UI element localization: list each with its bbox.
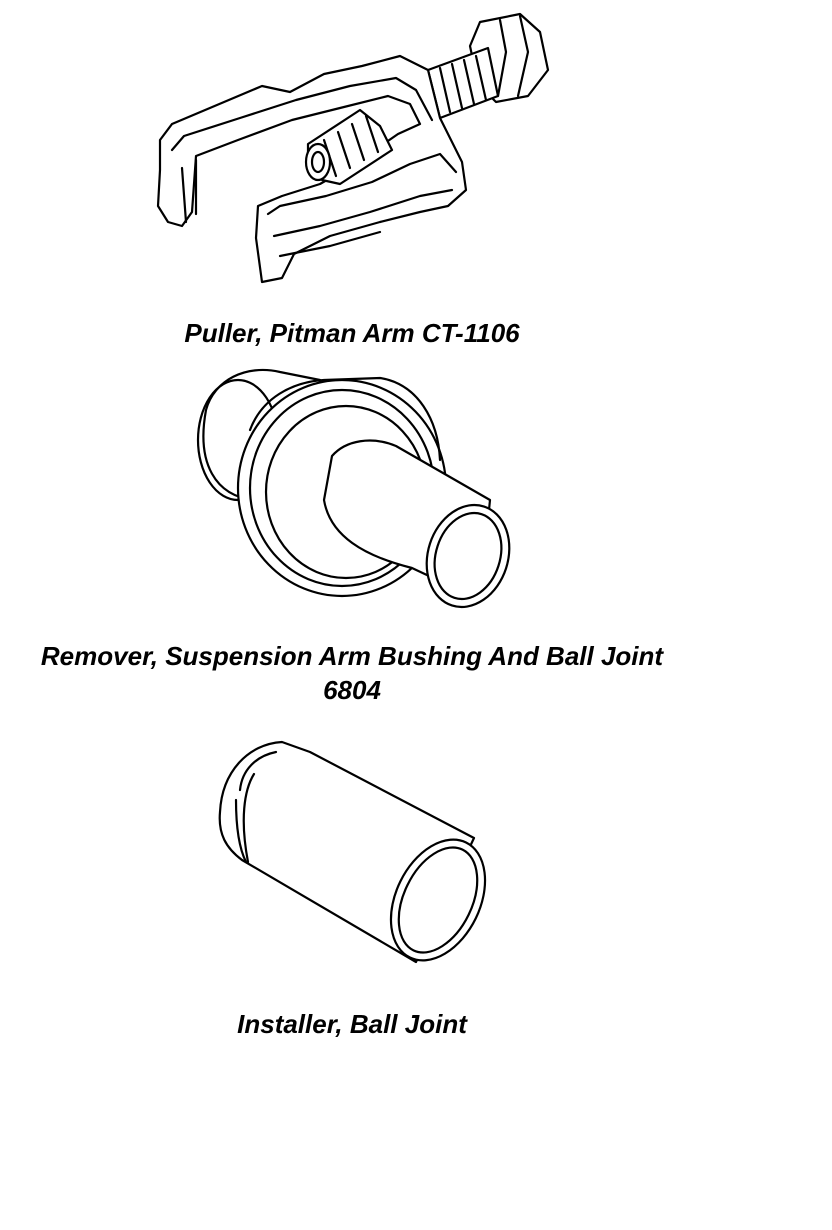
puller-caption: Puller, Pitman Arm CT-1106 xyxy=(184,318,520,348)
installer-caption: Installer, Ball Joint xyxy=(237,1009,467,1039)
installer-drawing xyxy=(218,740,487,964)
remover-caption-line2: 6804 xyxy=(323,675,381,705)
remover-caption-line1: Remover, Suspension Arm Bushing And Ball… xyxy=(40,641,664,671)
puller-drawing xyxy=(156,12,550,284)
remover-drawing xyxy=(196,368,511,609)
